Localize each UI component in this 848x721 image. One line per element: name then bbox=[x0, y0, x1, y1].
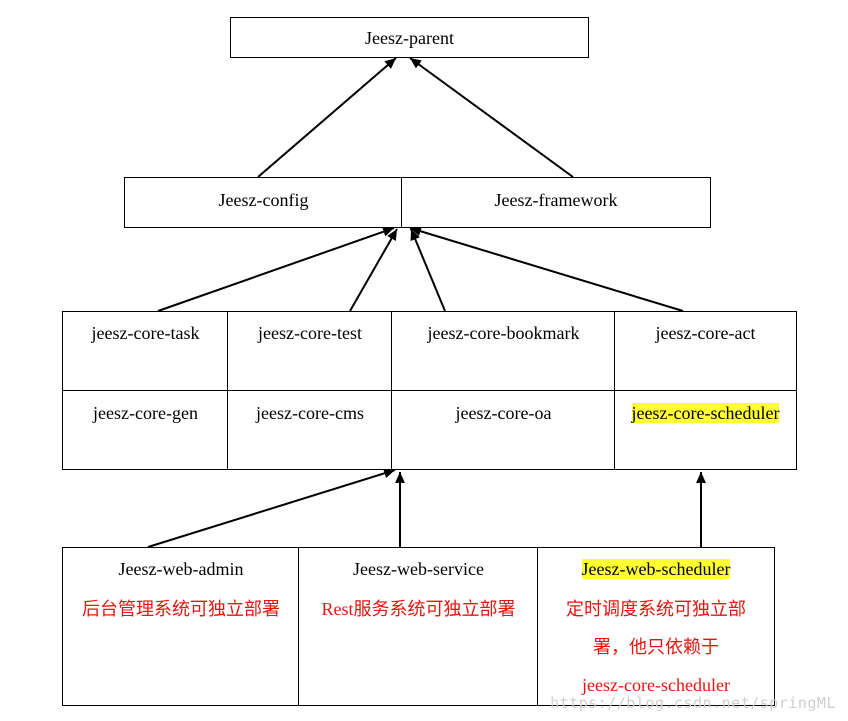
web-admin-note: 后台管理系统可独立部署 bbox=[82, 599, 280, 619]
arrow-test-to-mid bbox=[349, 228, 398, 312]
mid-layer-box: Jeesz-config Jeesz-framework bbox=[124, 177, 711, 228]
arrow-framework-to-parent bbox=[409, 57, 574, 178]
core-test-label: jeesz-core-test bbox=[258, 323, 362, 343]
mid-divider bbox=[401, 178, 402, 227]
config-label: Jeesz-config bbox=[218, 190, 309, 210]
web-scheduler-note: 定时调度系统可独立部署，他只依赖于 bbox=[566, 599, 746, 657]
config-cell: Jeesz-config bbox=[125, 178, 402, 227]
framework-label: Jeesz-framework bbox=[494, 190, 618, 210]
core-cell-gen: jeesz-core-gen bbox=[63, 391, 228, 469]
core-modules-table: jeesz-core-task jeesz-core-test jeesz-co… bbox=[62, 311, 797, 470]
core-gen-label: jeesz-core-gen bbox=[93, 403, 198, 423]
framework-cell: Jeesz-framework bbox=[402, 178, 710, 227]
core-scheduler-label: jeesz-core-scheduler bbox=[631, 403, 780, 423]
core-cell-task: jeesz-core-task bbox=[63, 312, 228, 390]
web-scheduler-cell: Jeesz-web-scheduler 定时调度系统可独立部署，他只依赖于 je… bbox=[538, 548, 774, 705]
web-col-divider-2 bbox=[537, 548, 538, 705]
core-cell-test: jeesz-core-test bbox=[228, 312, 392, 390]
web-scheduler-note-module: jeesz-core-scheduler bbox=[582, 675, 730, 695]
watermark-url: https://blog.csdn.net/springML bbox=[550, 694, 836, 712]
core-bookmark-label: jeesz-core-bookmark bbox=[427, 323, 580, 343]
web-service-cell: Jeesz-web-service Rest服务系统可独立部署 bbox=[299, 548, 538, 705]
core-act-label: jeesz-core-act bbox=[655, 323, 756, 343]
web-scheduler-title-wrap: Jeesz-web-scheduler bbox=[538, 558, 774, 580]
web-admin-cell: Jeesz-web-admin 后台管理系统可独立部署 bbox=[63, 548, 299, 705]
arrow-admin-to-core bbox=[147, 468, 396, 548]
arrow-bookmark-to-mid bbox=[410, 228, 446, 312]
core-cell-oa: jeesz-core-oa bbox=[392, 391, 615, 469]
core-cell-cms: jeesz-core-cms bbox=[228, 391, 392, 469]
core-col-divider-2 bbox=[391, 312, 392, 469]
parent-box: Jeesz-parent bbox=[230, 17, 589, 58]
parent-label: Jeesz-parent bbox=[365, 28, 454, 48]
core-task-label: jeesz-core-task bbox=[91, 323, 200, 343]
core-cell-scheduler: jeesz-core-scheduler bbox=[615, 391, 796, 469]
arrow-config-to-parent bbox=[257, 57, 397, 178]
web-apps-table: Jeesz-web-admin 后台管理系统可独立部署 Jeesz-web-se… bbox=[62, 547, 775, 706]
core-col-divider-3 bbox=[614, 312, 615, 469]
core-cms-label: jeesz-core-cms bbox=[256, 403, 364, 423]
web-col-divider-1 bbox=[298, 548, 299, 705]
core-row-divider bbox=[63, 390, 796, 391]
core-cell-bookmark: jeesz-core-bookmark bbox=[392, 312, 615, 390]
web-service-title: Jeesz-web-service bbox=[353, 559, 484, 579]
web-admin-title: Jeesz-web-admin bbox=[118, 559, 244, 579]
web-scheduler-title: Jeesz-web-scheduler bbox=[581, 559, 731, 579]
core-oa-label: jeesz-core-oa bbox=[455, 403, 552, 423]
core-cell-act: jeesz-core-act bbox=[615, 312, 796, 390]
arrow-act-to-mid bbox=[409, 226, 684, 312]
core-scheduler-label-wrap: jeesz-core-scheduler bbox=[615, 402, 796, 424]
arrow-task-to-mid bbox=[157, 226, 395, 312]
web-service-note: Rest服务系统可独立部署 bbox=[321, 599, 516, 619]
core-col-divider-1 bbox=[227, 312, 228, 469]
